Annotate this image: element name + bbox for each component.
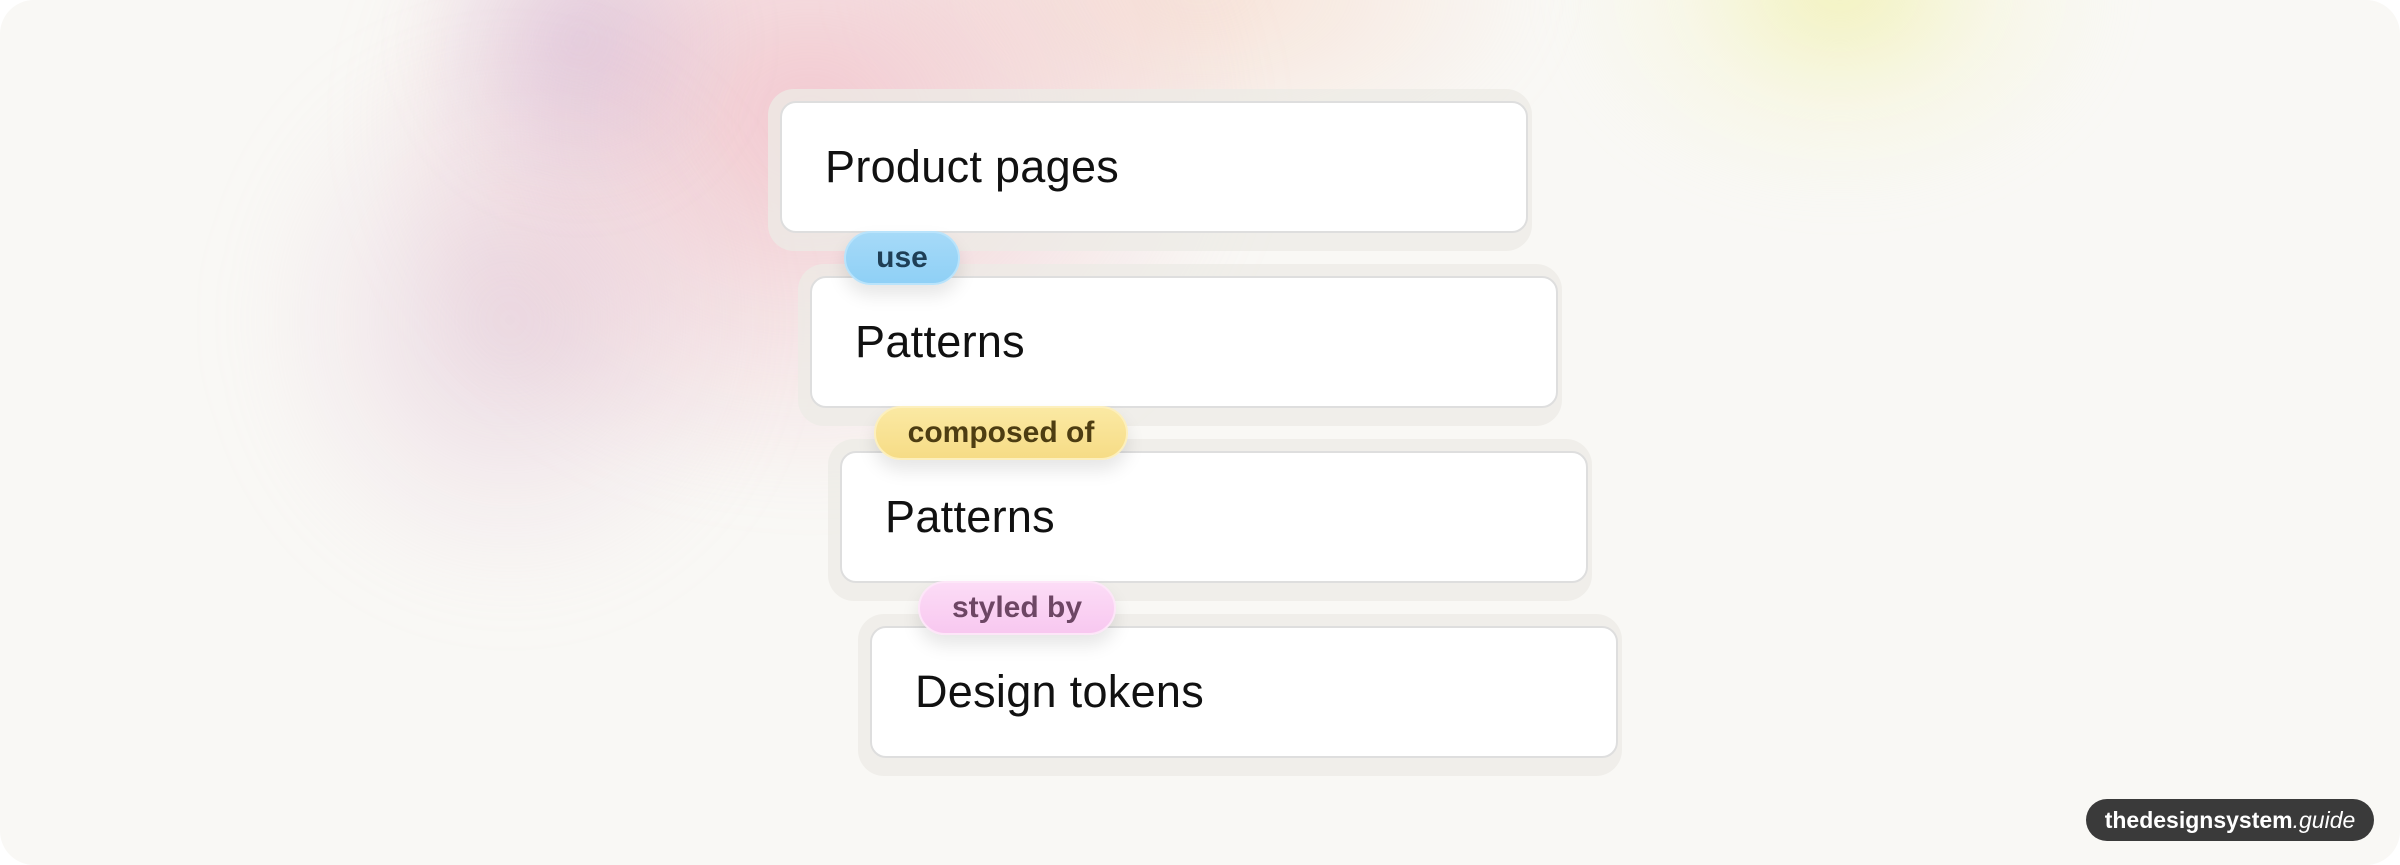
layer-card: Patterns (810, 276, 1558, 408)
brand-suffix: .guide (2292, 806, 2356, 833)
relation-badge-use: use (844, 231, 960, 285)
layer-label: Patterns (885, 491, 1055, 542)
brand-badge: thedesignsystem.guide (2086, 799, 2374, 841)
relation-badge-styled-by: styled by (918, 581, 1116, 635)
layer-patterns-secondary: Patterns (828, 439, 1592, 601)
layer-label: Design tokens (915, 666, 1205, 717)
layer-card: Product pages (780, 101, 1528, 233)
background-glow-pink (250, 40, 770, 600)
layer-product-pages: Product pages (768, 89, 1532, 251)
layer-label: Product pages (825, 141, 1120, 192)
brand-name: thedesignsystem (2104, 806, 2293, 833)
layer-design-tokens: Design tokens (858, 614, 1622, 776)
background-glow-yellow (1560, 0, 2120, 200)
layer-patterns: Patterns (798, 264, 1562, 426)
background-glow-purple (420, 0, 740, 200)
relation-badge-composed-of: composed of (874, 406, 1128, 460)
layer-card: Design tokens (870, 626, 1618, 758)
layer-card: Patterns (840, 451, 1588, 583)
layer-label: Patterns (855, 316, 1025, 367)
